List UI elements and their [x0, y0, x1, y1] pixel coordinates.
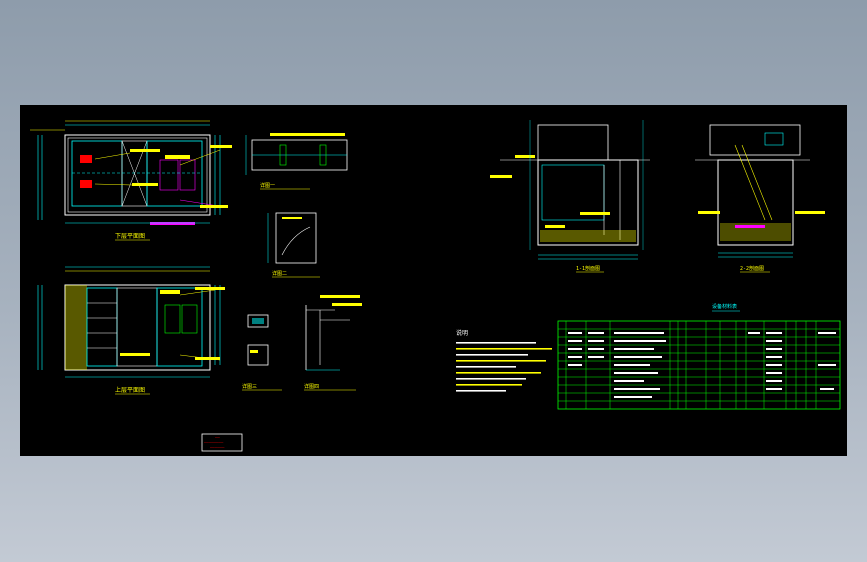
- section-b-caption: 2-2剖面图: [740, 265, 764, 272]
- notes-block: 说明: [456, 329, 552, 392]
- detail-1-view: 详图一: [245, 133, 348, 190]
- plan-lower-caption: 下层平面图: [115, 233, 145, 240]
- title-line-1: ——: [215, 435, 220, 440]
- cad-drawing-canvas[interactable]: 下层平面图 上层平面图: [20, 105, 847, 456]
- cad-drawing-viewport[interactable]: 下层平面图 上层平面图: [20, 105, 847, 456]
- detail-4-view: 详图四: [304, 295, 362, 391]
- detail-1-caption: 详图一: [260, 182, 275, 189]
- title-block: —— ———————— ——————: [201, 433, 243, 452]
- section-b-view: 2-2剖面图: [695, 124, 825, 273]
- detail-2-caption: 详图二: [272, 270, 287, 277]
- notes-heading: 说明: [456, 329, 468, 337]
- section-a-caption: 1-1剖面图: [576, 265, 600, 272]
- plan-upper-caption: 上层平面图: [115, 386, 145, 394]
- title-line-2: ————————: [204, 440, 224, 445]
- title-line-3: ——————: [210, 445, 225, 450]
- detail-3-view: 详图三: [242, 314, 282, 391]
- section-a-view: 1-1剖面图: [490, 120, 650, 273]
- schedule-heading: 设备材料表: [712, 303, 737, 310]
- plan-upper-view: 上层平面图: [37, 266, 225, 395]
- detail-2-view: 详图二: [267, 212, 320, 278]
- plan-lower-view: 下层平面图: [30, 120, 232, 241]
- detail-4-caption: 详图四: [304, 383, 319, 390]
- detail-3-caption: 详图三: [242, 383, 257, 390]
- equipment-schedule: 设备材料表: [557, 303, 841, 410]
